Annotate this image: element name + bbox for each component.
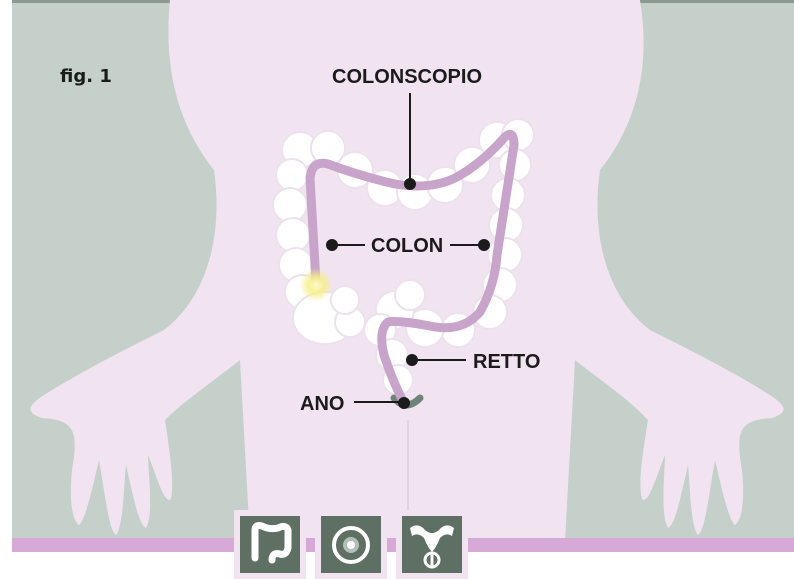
colon-label: COLON (371, 235, 443, 257)
colonscope-label: COLONSCOPIO (332, 66, 482, 88)
scope-light (299, 268, 333, 302)
figure-caption: fig. 1 (60, 66, 112, 87)
colonscope-dot (404, 178, 416, 190)
anus-dot (398, 397, 410, 409)
colon-dot-right (478, 239, 490, 251)
thumbnail-target-button[interactable] (315, 510, 387, 579)
thumbnail-colon-button[interactable] (234, 510, 306, 579)
anus-label: ANO (300, 393, 344, 415)
rectum-dot (406, 354, 418, 366)
thumbnail-uterus-button[interactable] (396, 510, 468, 579)
rectum-label: RETTO (473, 351, 540, 373)
colon-dot-left (326, 239, 338, 251)
